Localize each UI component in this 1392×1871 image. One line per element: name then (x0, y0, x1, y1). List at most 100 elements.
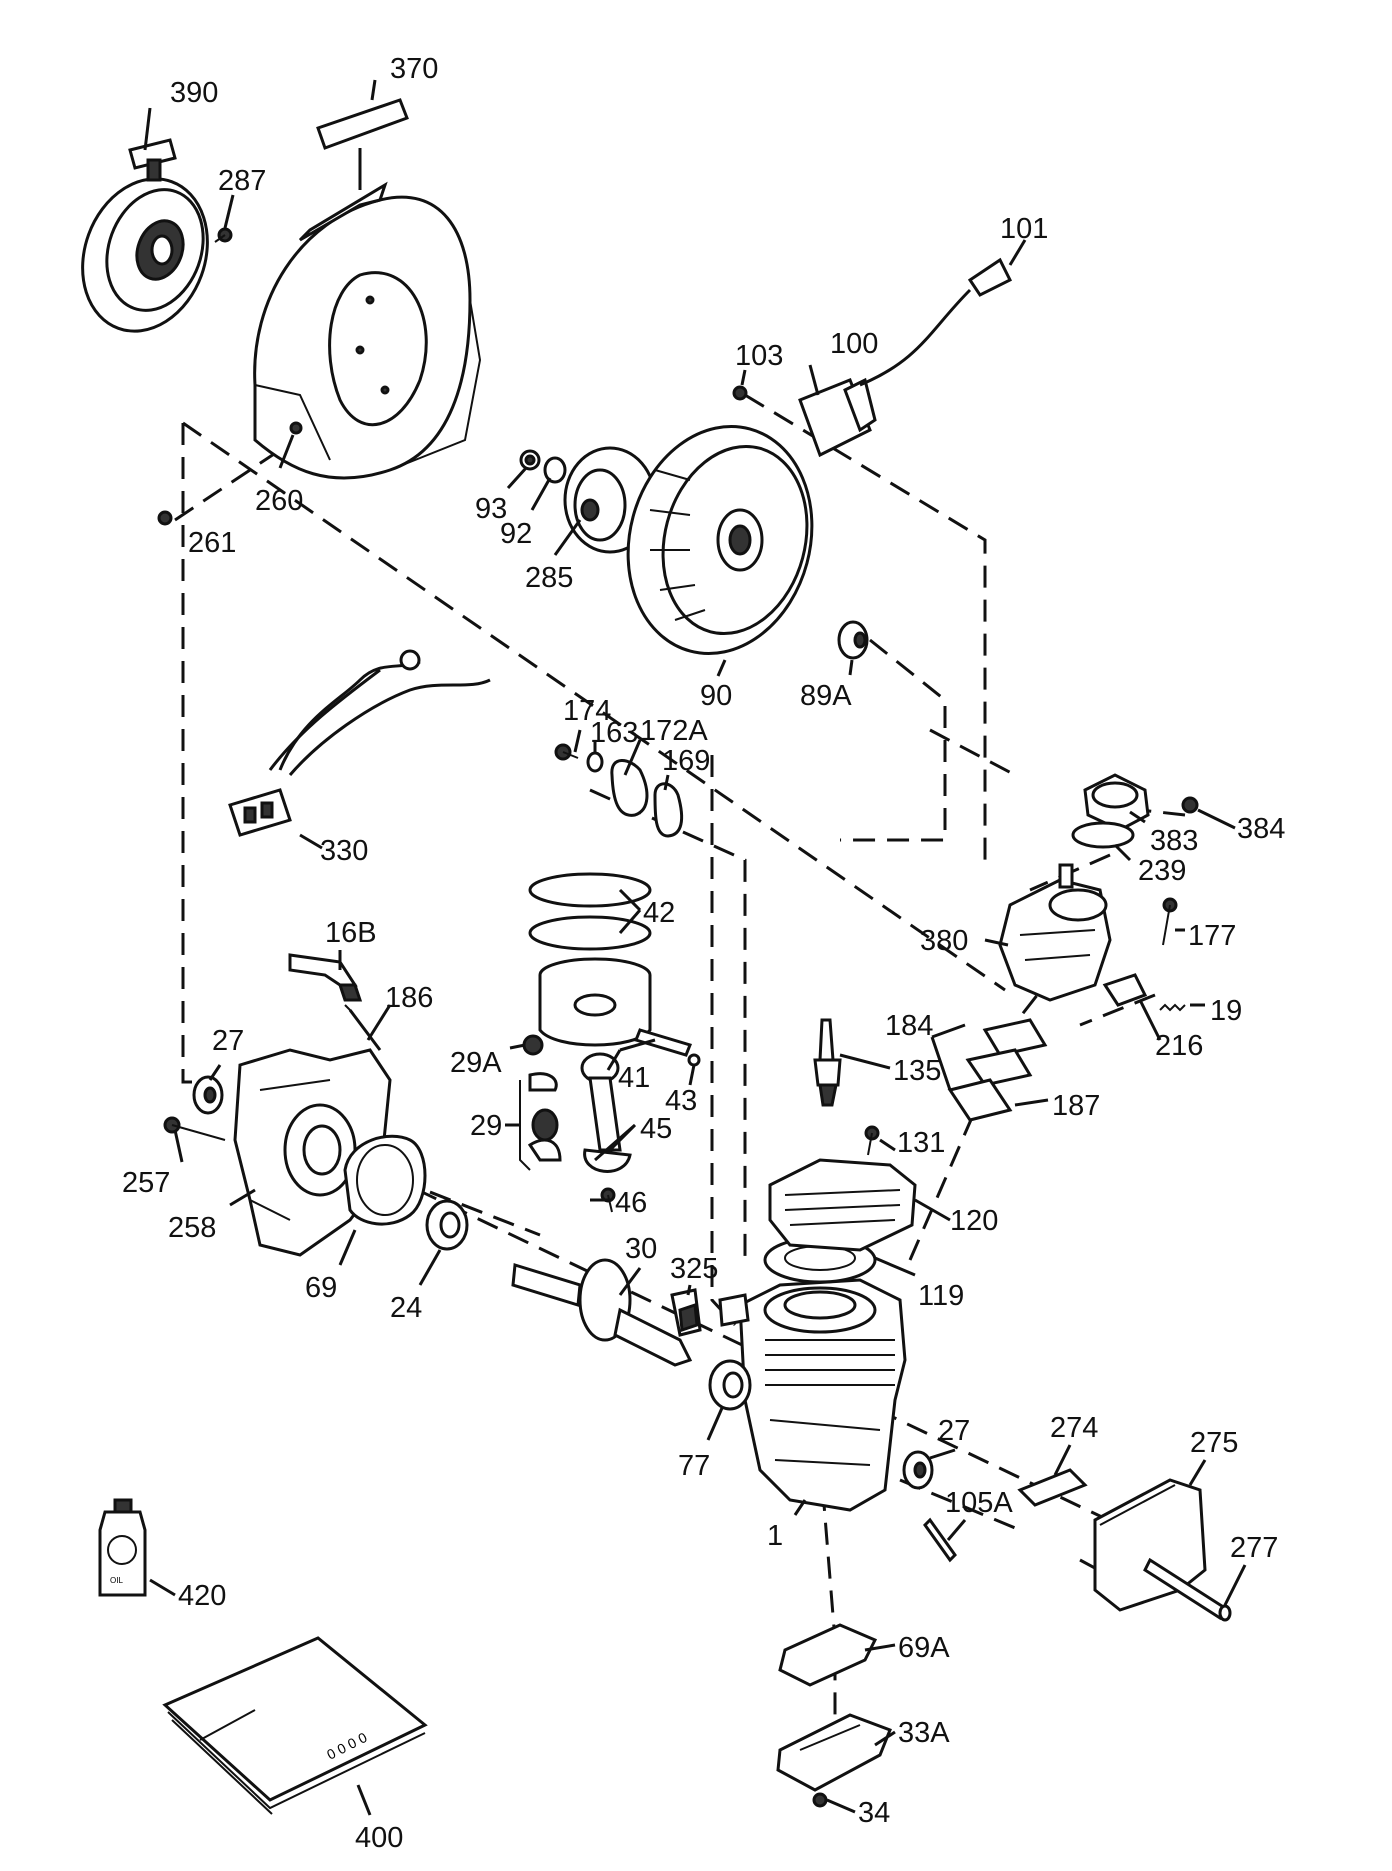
label-277: 277 (1230, 1532, 1278, 1564)
retainer-43 (687, 1053, 701, 1067)
screw-131 (864, 1125, 880, 1156)
screw-103 (732, 385, 748, 401)
wire-harness-330 (228, 649, 491, 837)
leader-lines (143, 79, 1247, 1816)
label-89A: 89A (800, 680, 852, 712)
nut-93 (519, 449, 541, 471)
crankshaft-30 (511, 1258, 693, 1367)
screw-34 (812, 1792, 828, 1808)
label-131: 131 (897, 1127, 945, 1159)
label-261: 261 (188, 527, 236, 559)
screw-257 (163, 1116, 226, 1141)
label-275: 275 (1190, 1427, 1238, 1459)
label-325: 325 (670, 1253, 718, 1285)
wrist-pin (633, 1028, 693, 1057)
connecting-rod-45 (580, 1052, 632, 1173)
spark-plug-boot-101 (967, 257, 1013, 297)
label-24: 24 (390, 1292, 422, 1324)
label-1: 1 (767, 1520, 783, 1552)
screw-174 (554, 743, 579, 761)
gasket-172A (610, 759, 649, 817)
stud-105A (923, 1517, 957, 1563)
label-260: 260 (255, 485, 303, 517)
governor-link-186 (344, 1004, 382, 1051)
lock-washer-163 (586, 751, 604, 773)
oil-seal-27-right (902, 1450, 934, 1490)
manual-400: 0 0 0 0 (162, 1636, 428, 1815)
label-29A: 29A (450, 1047, 502, 1079)
ignition-module-100 (798, 288, 972, 458)
label-33A: 33A (898, 1717, 950, 1749)
label-69A: 69A (898, 1632, 950, 1664)
label-400: 400 (355, 1822, 403, 1854)
label-92: 92 (500, 518, 532, 550)
label-285: 285 (525, 562, 573, 594)
decal-370 (316, 98, 409, 150)
label-41: 41 (618, 1062, 650, 1094)
ball-bearing-24 (425, 1199, 469, 1251)
label-184: 184 (885, 1010, 933, 1042)
screw-384 (1181, 796, 1199, 814)
gasket-69 (343, 1134, 427, 1226)
blower-housing-260 (253, 181, 482, 480)
label-43: 43 (665, 1085, 697, 1117)
oil-bottle-text: OIL (110, 1576, 123, 1585)
label-287: 287 (218, 165, 266, 197)
label-30: 30 (625, 1233, 657, 1265)
label-177: 177 (1188, 920, 1236, 952)
gasket-169 (653, 782, 684, 838)
label-172A: 172A (640, 715, 708, 747)
label-69: 69 (305, 1272, 337, 1304)
label-27-upper: 27 (212, 1025, 244, 1057)
label-135: 135 (893, 1055, 941, 1087)
label-105A: 105A (945, 1487, 1013, 1519)
piston (538, 957, 652, 1047)
carburetor-380 (998, 863, 1112, 1002)
screw-261 (157, 510, 173, 526)
label-19: 19 (1210, 995, 1242, 1027)
label-29: 29 (470, 1110, 502, 1142)
gasket-187 (947, 1078, 1013, 1122)
cover-33A (776, 1713, 892, 1792)
governor-lever-16B (288, 953, 363, 1002)
spring-19 (1159, 1003, 1186, 1012)
gasket-239 (1071, 821, 1135, 849)
label-216: 216 (1155, 1030, 1203, 1062)
label-383: 383 (1150, 825, 1198, 857)
label-101: 101 (1000, 213, 1048, 245)
piston-rings-42 (528, 872, 652, 951)
label-258: 258 (168, 1212, 216, 1244)
oil-seal-27-left (192, 1075, 224, 1115)
part-number-labels: 390 370 287 101 103 100 260 93 92 285 26… (122, 53, 1285, 1854)
cylinder-block-1 (718, 1278, 907, 1512)
gasket-69A (778, 1623, 878, 1687)
label-163: 163 (590, 717, 638, 749)
flywheel-90 (626, 425, 814, 655)
washer-92 (543, 456, 567, 484)
label-330: 330 (320, 835, 368, 867)
spark-plug-135 (813, 1018, 842, 1107)
label-239: 239 (1138, 855, 1186, 887)
label-42: 42 (643, 897, 675, 929)
bracket-325 (670, 1288, 702, 1337)
ball-bearing-77 (708, 1359, 752, 1411)
label-120: 120 (950, 1205, 998, 1237)
label-119: 119 (918, 1280, 964, 1312)
screw-287 (214, 227, 233, 243)
label-187: 187 (1052, 1090, 1100, 1122)
label-174: 174 (563, 695, 611, 727)
label-370: 370 (390, 53, 438, 85)
screw-177 (1162, 897, 1178, 946)
label-90: 90 (700, 680, 732, 712)
label-45: 45 (640, 1113, 672, 1145)
label-103: 103 (735, 340, 783, 372)
bearing-29 (519, 1072, 562, 1171)
label-384: 384 (1237, 813, 1285, 845)
label-186: 186 (385, 982, 433, 1014)
lever-216 (1102, 973, 1148, 1007)
cylinder-head-120 (768, 1158, 917, 1252)
label-100: 100 (830, 328, 878, 360)
label-169: 169 (662, 745, 710, 777)
recoil-starter-390 (81, 138, 209, 333)
